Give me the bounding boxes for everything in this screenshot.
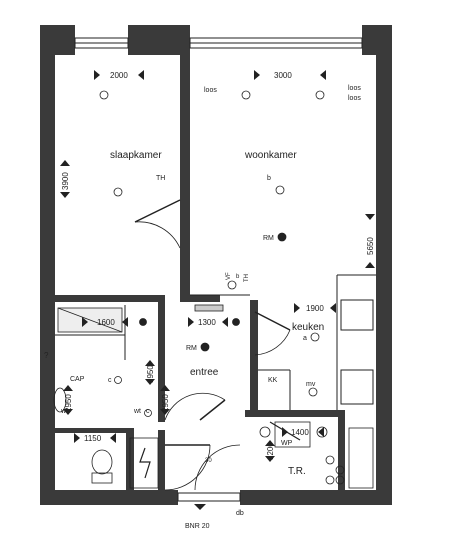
room-label-living: woonkamer	[244, 150, 297, 161]
dim-tr-depth: 1200	[266, 442, 275, 460]
dim-bath-width: 1600	[97, 318, 115, 327]
dim-hall-width: 1300	[198, 318, 216, 327]
electrical-symbols	[99, 90, 325, 417]
dim-living-width: 3000	[274, 71, 292, 80]
partitions	[55, 274, 376, 410]
dim-hall-depth-a: 1950	[146, 365, 155, 383]
label-b-hall: b	[236, 274, 240, 280]
dim-living-depth: 5650	[366, 237, 375, 255]
label-rm-living: RM	[263, 235, 274, 242]
exterior-walls	[40, 25, 392, 505]
label-wt-hall: wt	[133, 408, 141, 415]
label-thermostat-hall: TH	[244, 274, 250, 282]
label-db: db	[236, 510, 244, 517]
label-b-living: b	[267, 175, 271, 182]
label-wt-bath: wt	[60, 408, 68, 415]
label-cap: CAP	[70, 376, 85, 383]
label-loos-3: loos	[348, 95, 361, 102]
label-bnr: BNR 20	[185, 523, 210, 530]
room-label-technical: T.R.	[288, 466, 306, 477]
doors	[134, 199, 301, 491]
room-label-hall: entree	[190, 367, 219, 378]
dim-bedroom-depth: 3900	[61, 172, 70, 190]
room-label-kitchen: keuken	[292, 322, 324, 333]
dim-bedroom-width: 2000	[110, 71, 128, 80]
label-rm-hall: RM	[186, 345, 197, 352]
label-c-bath: c	[108, 377, 112, 384]
label-question: ?	[44, 351, 49, 360]
label-thermostat-bedroom: TH	[156, 175, 165, 182]
dimension-arrows	[60, 70, 375, 510]
dim-bath-depth: 2950	[64, 394, 73, 412]
label-c-hall: c	[146, 408, 150, 415]
technical-room-fixtures	[259, 421, 374, 489]
label-wp: WP	[281, 440, 293, 447]
label-a: a	[303, 335, 307, 342]
room-label-bedroom: slaapkamer	[110, 150, 162, 161]
dim-hall-depth-b: 2950	[161, 394, 170, 412]
label-vf: VF	[226, 272, 232, 280]
windows	[74, 37, 363, 502]
label-kk: KK	[268, 377, 278, 384]
dim-toilet-width: 1150	[84, 434, 102, 443]
label-loos-2: loos	[348, 85, 361, 92]
label-loos-1: loos	[204, 87, 217, 94]
label-mv: mv	[306, 381, 316, 388]
dim-entrance-arc: 30	[205, 458, 212, 464]
dim-tr-width: 1400	[291, 428, 309, 437]
bathroom-fixtures	[53, 307, 159, 489]
dim-kitchen-width: 1900	[306, 304, 324, 313]
